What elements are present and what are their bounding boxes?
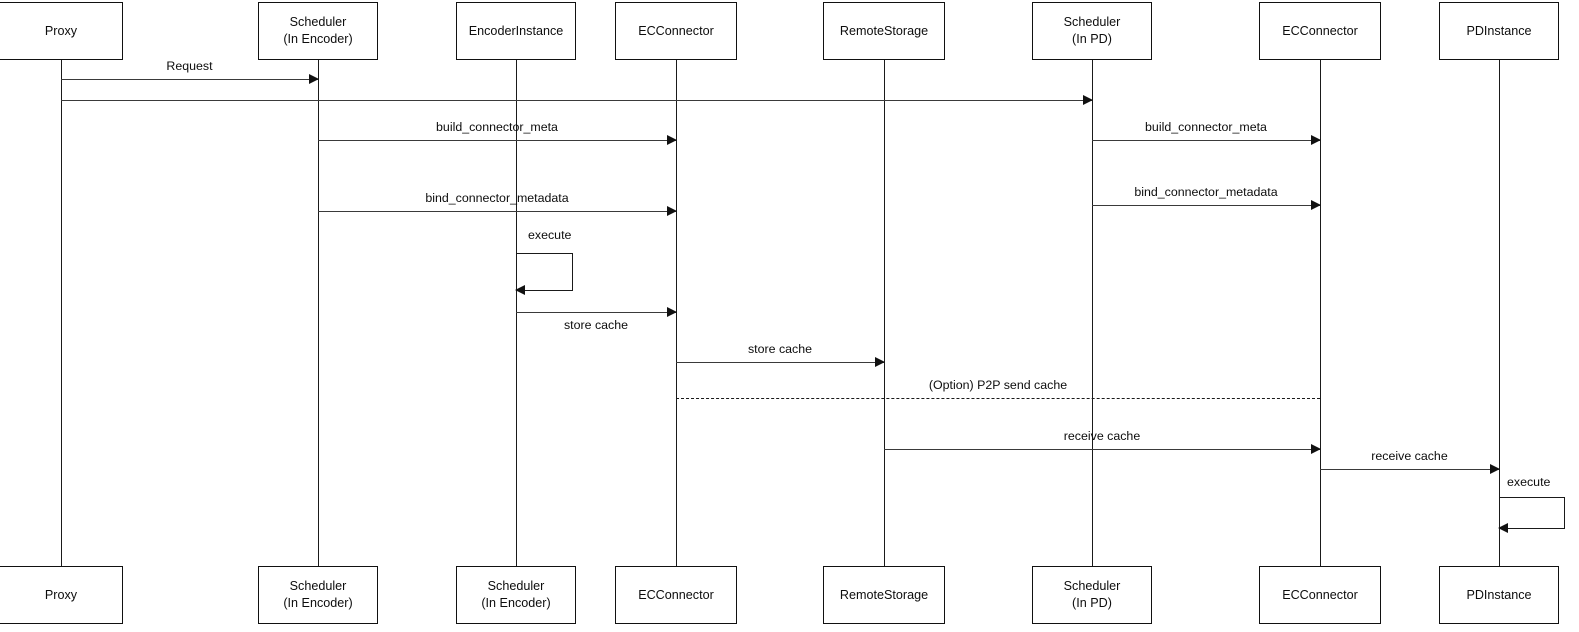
message-label-m10: receive cache [1063, 429, 1141, 443]
arrowhead-icon-s1 [515, 285, 525, 295]
message-line-m9 [676, 398, 1320, 399]
footer-box-ec_connector_e[interactable]: ECConnector [615, 566, 737, 624]
footer-label-ec_connector_e: ECConnector [638, 587, 714, 602]
message-line-m6 [1092, 205, 1320, 206]
message-line-m10 [884, 449, 1320, 450]
footer-box-proxy[interactable]: Proxy [0, 566, 123, 624]
message-line-m8 [676, 362, 884, 363]
lifeline-proxy [61, 60, 62, 566]
header-box-ec_connector_e[interactable]: ECConnector [615, 2, 737, 60]
arrowhead-icon-s2 [1498, 523, 1508, 533]
header-label-pd_instance: PDInstance [1466, 23, 1532, 38]
header-box-proxy[interactable]: Proxy [0, 2, 123, 60]
message-line-m11 [1320, 469, 1499, 470]
footer-label-proxy: Proxy [44, 587, 78, 602]
message-label-m6: bind_connector_metadata [1134, 185, 1278, 199]
arrowhead-icon-m4 [1311, 135, 1321, 145]
header-label-ec_connector_p: ECConnector [1282, 23, 1358, 38]
message-line-m3 [318, 140, 676, 141]
header-label-proxy: Proxy [44, 23, 78, 38]
self-message-s1[interactable]: execute [515, 228, 573, 295]
footer-box-pd_instance[interactable]: PDInstance [1439, 566, 1559, 624]
message-label-m9: (Option) P2P send cache [928, 378, 1068, 392]
header-label-remote_storage: RemoteStorage [839, 23, 929, 38]
lifeline-pd_instance [1499, 60, 1500, 566]
header-label-sched_pd: Scheduler (In PD) [1063, 15, 1121, 46]
message-label-m8: store cache [747, 342, 813, 356]
footer-box-remote_storage[interactable]: RemoteStorage [823, 566, 945, 624]
lifeline-ec_connector_p [1320, 60, 1321, 566]
message-label-m3: build_connector_meta [436, 120, 558, 134]
footer-box-sched_encoder[interactable]: Scheduler (In Encoder) [258, 566, 378, 624]
self-message-side-s2 [1564, 497, 1565, 528]
header-label-ec_connector_e: ECConnector [638, 23, 714, 38]
header-label-sched_encoder: Scheduler (In Encoder) [283, 15, 353, 46]
footer-box-sched_pd[interactable]: Scheduler (In PD) [1032, 566, 1152, 624]
message-label-m11: receive cache [1371, 449, 1448, 463]
arrowhead-icon-m5 [667, 206, 677, 216]
footer-box-encoder_inst[interactable]: Scheduler (In Encoder) [456, 566, 576, 624]
self-message-bottom-s1 [516, 290, 573, 291]
footer-label-pd_instance: PDInstance [1466, 587, 1532, 602]
arrowhead-icon-m10 [1311, 444, 1321, 454]
message-line-m5 [318, 211, 676, 212]
arrowhead-icon-m7 [667, 307, 677, 317]
message-line-m4 [1092, 140, 1320, 141]
arrowhead-icon-m3 [667, 135, 677, 145]
arrowhead-icon-m8 [875, 357, 885, 367]
header-box-remote_storage[interactable]: RemoteStorage [823, 2, 945, 60]
self-message-top-s1 [516, 253, 573, 254]
self-message-bottom-s2 [1499, 528, 1565, 529]
message-line-m1 [61, 79, 318, 80]
header-box-sched_pd[interactable]: Scheduler (In PD) [1032, 2, 1152, 60]
self-message-top-s2 [1499, 497, 1565, 498]
footer-label-ec_connector_p: ECConnector [1282, 587, 1358, 602]
lifeline-sched_pd [1092, 60, 1093, 566]
self-message-side-s1 [572, 253, 573, 290]
self-message-s2[interactable]: execute [1498, 475, 1565, 533]
header-label-encoder_inst: EncoderInstance [468, 23, 564, 38]
lifeline-remote_storage [884, 60, 885, 566]
self-message-label-s2: execute [1507, 475, 1551, 489]
header-box-encoder_inst[interactable]: EncoderInstance [456, 2, 576, 60]
arrowhead-icon-m6 [1311, 200, 1321, 210]
message-line-m7 [516, 312, 676, 313]
footer-label-remote_storage: RemoteStorage [839, 587, 929, 602]
message-label-m7: store cache [563, 318, 629, 332]
lifeline-sched_encoder [318, 60, 319, 566]
footer-label-sched_pd: Scheduler (In PD) [1063, 579, 1121, 610]
header-box-sched_encoder[interactable]: Scheduler (In Encoder) [258, 2, 378, 60]
arrowhead-icon-m1 [309, 74, 319, 84]
footer-label-sched_encoder: Scheduler (In Encoder) [283, 579, 353, 610]
arrowhead-icon-m2 [1083, 95, 1093, 105]
message-line-m2 [61, 100, 1092, 101]
message-label-m5: bind_connector_metadata [425, 191, 569, 205]
header-box-pd_instance[interactable]: PDInstance [1439, 2, 1559, 60]
self-message-label-s1: execute [528, 228, 572, 242]
arrowhead-icon-m11 [1490, 464, 1500, 474]
message-label-m1: Request [166, 59, 213, 73]
footer-box-ec_connector_p[interactable]: ECConnector [1259, 566, 1381, 624]
footer-label-encoder_inst: Scheduler (In Encoder) [481, 579, 551, 610]
message-label-m4: build_connector_meta [1145, 120, 1267, 134]
header-box-ec_connector_p[interactable]: ECConnector [1259, 2, 1381, 60]
lifeline-encoder_inst [516, 60, 517, 566]
